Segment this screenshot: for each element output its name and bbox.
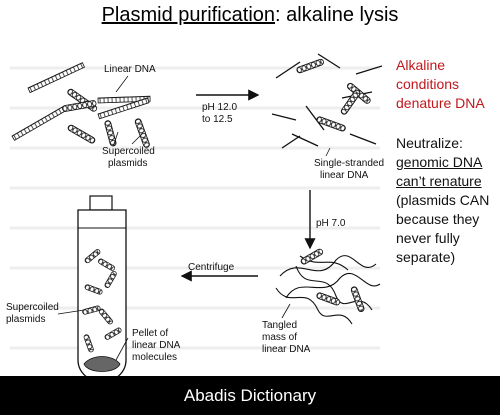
label-pellet-linear: linear DNA [132,340,181,351]
label-tangled: Tangled [262,320,297,331]
neutralize-note: Neutralize: genomic DNA can’t renature (… [396,134,500,267]
supercoiled-plasmids-3 [300,248,365,313]
plasmid-line-1: (plasmids CAN [396,192,490,208]
label-single-stranded: Single-stranded [314,158,384,169]
supercoiled-plasmids [62,88,150,148]
label-ph12-range: to 12.5 [202,114,233,125]
label-plasmids: plasmids [108,158,147,169]
plasmid-line-4: separate) [396,249,456,265]
title-rest: : alkaline lysis [275,4,399,26]
label-pellet: Pellet of [132,328,168,339]
plasmid-line-2: because they [396,211,480,227]
label-tube-supercoiled: Supercoiled [6,302,59,313]
supercoiled-plasmids-2 [296,58,371,132]
label-pellet-molecules: molecules [132,352,177,363]
label-tangled-linear: linear DNA [262,344,311,355]
diagram-area: Linear DNA Supercoiled plasmids pH 12.0 … [0,48,500,376]
label-supercoiled: Supercoiled [102,146,155,157]
slide-title: Plasmid purification: alkaline lysis [0,4,500,27]
label-tube-plasmids: plasmids [6,314,45,325]
alkaline-line-3: denature DNA [396,95,485,111]
tangled-dna-mass [275,255,381,325]
genomic-line-2: can’t renature [396,173,482,189]
neutralize-heading: Neutralize: [396,135,463,151]
alkaline-note: Alkaline conditions denature DNA [396,56,500,113]
tube-plasmids [82,249,122,353]
label-mass-of: mass of [262,332,297,343]
label-linear-dna: Linear DNA [104,64,156,75]
label-single-linear: linear DNA [320,170,369,181]
genomic-line-1: genomic DNA [396,154,483,170]
alkaline-line-1: Alkaline [396,57,446,73]
label-ph7: pH 7.0 [316,218,346,229]
plasmid-line-3: never fully [396,230,460,246]
linear-dna-strands [11,62,151,141]
label-ph12: pH 12.0 [202,102,237,113]
title-underlined: Plasmid purification [101,4,276,26]
footer-watermark: Abadis Dictionary [0,376,500,415]
alkaline-lysis-diagram: Linear DNA Supercoiled plasmids pH 12.0 … [6,53,384,376]
label-centrifuge: Centrifuge [188,262,235,273]
alkaline-line-2: conditions [396,76,460,92]
pellet [83,356,121,372]
